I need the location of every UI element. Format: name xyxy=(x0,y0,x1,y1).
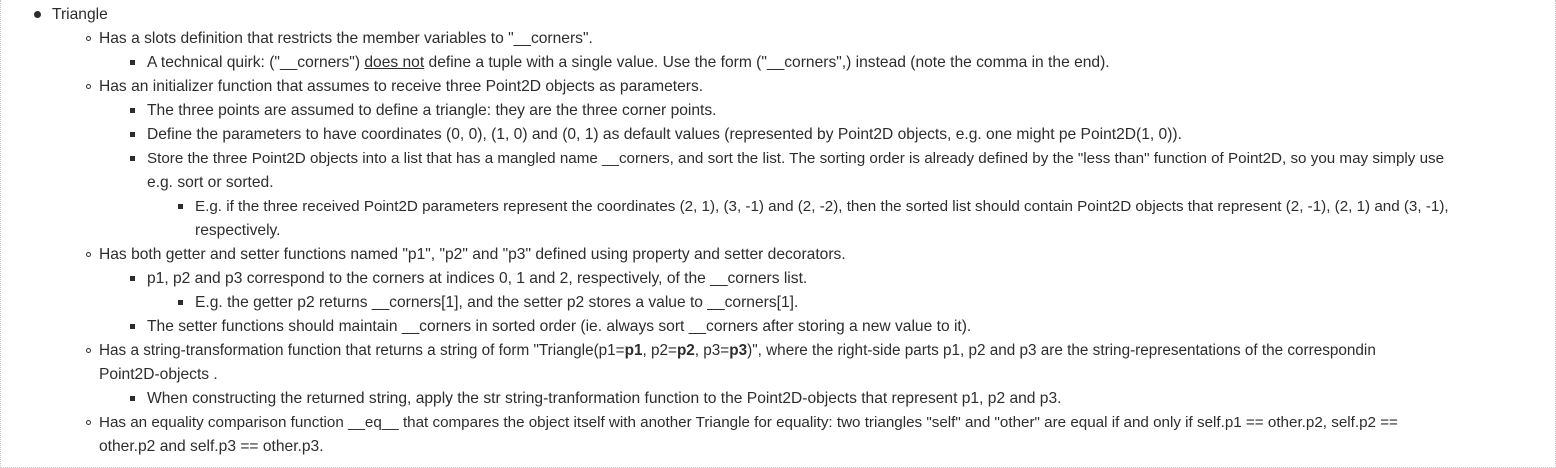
str-text-4: )", where the right-side parts p1, p2 an… xyxy=(747,342,1376,359)
item-slots: Has a slots definition that restricts th… xyxy=(99,30,593,47)
square-bullet xyxy=(130,276,135,281)
item-triangle: Triangle xyxy=(52,6,108,23)
square-bullet xyxy=(130,60,135,65)
disc-bullet xyxy=(34,11,41,18)
str-text-2: , p2= xyxy=(642,342,677,359)
square-bullet xyxy=(178,204,183,209)
quirk-underlined: does not xyxy=(364,54,425,71)
circle-bullet xyxy=(86,36,91,41)
square-bullet xyxy=(130,324,135,329)
item-init-sub3-line1: Store the three Point2D objects into a l… xyxy=(147,150,1445,167)
circle-bullet xyxy=(86,252,91,257)
item-eq-line2: other.p2 and self.p3 == other.p3. xyxy=(99,438,324,455)
item-eq-line1: Has an equality comparison function __eq… xyxy=(99,414,1398,431)
item-getset-sub2: The setter functions should maintain __c… xyxy=(147,318,972,335)
item-str-sub1: When constructing the returned string, a… xyxy=(147,390,1062,407)
item-str-line1: Has a string-transformation function tha… xyxy=(99,339,1376,363)
square-bullet xyxy=(130,396,135,401)
item-getset-sub1-eg: E.g. the getter p2 returns __corners[1],… xyxy=(195,294,799,311)
item-getset: Has both getter and setter functions nam… xyxy=(99,246,846,263)
circle-bullet xyxy=(86,420,91,425)
str-bold-p2: p2 xyxy=(676,342,695,359)
circle-bullet xyxy=(86,348,91,353)
quirk-text-b: define a tuple with a single value. Use … xyxy=(424,54,1110,71)
item-slots-quirk: A technical quirk: ("__corners") does no… xyxy=(147,51,1110,75)
square-bullet xyxy=(130,132,135,137)
item-init-sub3-eg-line2: respectively. xyxy=(195,222,281,239)
item-getset-sub1: p1, p2 and p3 correspond to the corners … xyxy=(147,270,808,287)
item-init-sub2: Define the parameters to have coordinate… xyxy=(147,126,1182,143)
item-init-sub1: The three points are assumed to define a… xyxy=(147,102,717,119)
quirk-text-a: A technical quirk: ("__corners") xyxy=(147,54,365,71)
square-bullet xyxy=(130,156,135,161)
circle-bullet xyxy=(86,84,91,89)
item-init-sub3-eg-line1: E.g. if the three received Point2D param… xyxy=(195,198,1449,215)
str-text-1: Has a string-transformation function tha… xyxy=(99,342,625,359)
str-bold-p3: p3 xyxy=(729,342,748,359)
square-bullet xyxy=(178,300,183,305)
str-text-3: , p3= xyxy=(694,342,730,359)
square-bullet xyxy=(130,108,135,113)
item-init: Has an initializer function that assumes… xyxy=(99,78,704,95)
str-bold-p1: p1 xyxy=(624,342,643,359)
item-str-line2: Point2D-objects . xyxy=(99,366,218,383)
item-init-sub3-line2: e.g. sort or sorted. xyxy=(147,174,274,191)
